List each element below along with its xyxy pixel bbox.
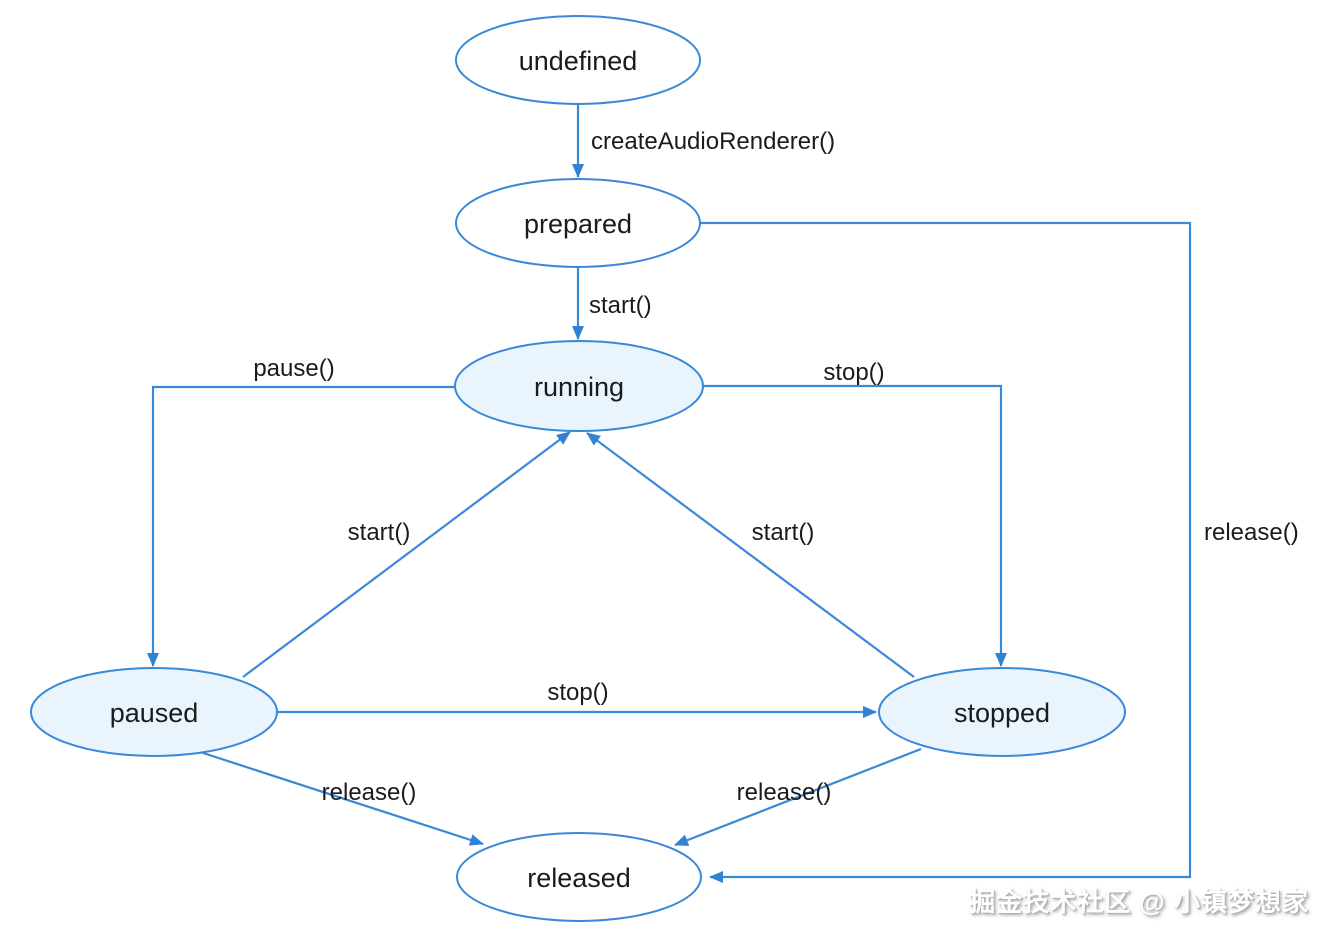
edge-label-release-stopped-released: release() <box>737 779 832 806</box>
state-node-running: running <box>454 340 704 432</box>
edge-label-stop-running-stopped: stop() <box>823 359 884 386</box>
state-label-released: released <box>527 863 631 893</box>
state-label-stopped: stopped <box>954 698 1050 728</box>
edge-label-start-paused-running: start() <box>348 519 411 546</box>
state-ellipse-paused <box>30 667 278 757</box>
edge-paused-to-running <box>242 431 571 678</box>
edge-running-to-paused <box>147 385 455 667</box>
state-label-undefined: undefined <box>519 46 638 76</box>
state-label-prepared: prepared <box>524 209 632 239</box>
state-label-running: running <box>534 372 624 402</box>
edge-label-start-stopped-running: start() <box>752 519 815 546</box>
state-label-paused: paused <box>110 698 199 728</box>
state-node-stopped: stopped <box>878 667 1126 757</box>
edge-prepared-to-released <box>700 221 1192 883</box>
state-ellipse-prepared <box>455 178 701 268</box>
edge-stopped-to-released <box>674 747 922 847</box>
state-ellipse-running <box>454 340 704 432</box>
edge-label-stop-paused-stopped: stop() <box>547 679 608 706</box>
state-node-prepared: prepared <box>455 178 701 268</box>
state-ellipse-undefined <box>455 15 701 105</box>
edge-running-to-stopped <box>703 384 1007 667</box>
edge-label-create-audio-renderer: createAudioRenderer() <box>591 128 835 155</box>
state-ellipse-released <box>456 832 702 922</box>
state-node-undefined: undefined <box>455 15 701 105</box>
edge-paused-to-released <box>196 749 484 846</box>
edge-stopped-to-running <box>586 432 915 678</box>
edge-label-pause: pause() <box>253 355 334 382</box>
state-node-paused: paused <box>30 667 278 757</box>
edge-label-start-prepared-running: start() <box>589 292 652 319</box>
state-ellipse-stopped <box>878 667 1126 757</box>
edge-label-release-prepared-released: release() <box>1204 519 1299 546</box>
watermark-text: 掘金技术社区 @ 小镇梦想家 <box>969 887 1309 917</box>
state-node-released: released <box>456 832 702 922</box>
edge-label-release-paused-released: release() <box>322 779 417 806</box>
